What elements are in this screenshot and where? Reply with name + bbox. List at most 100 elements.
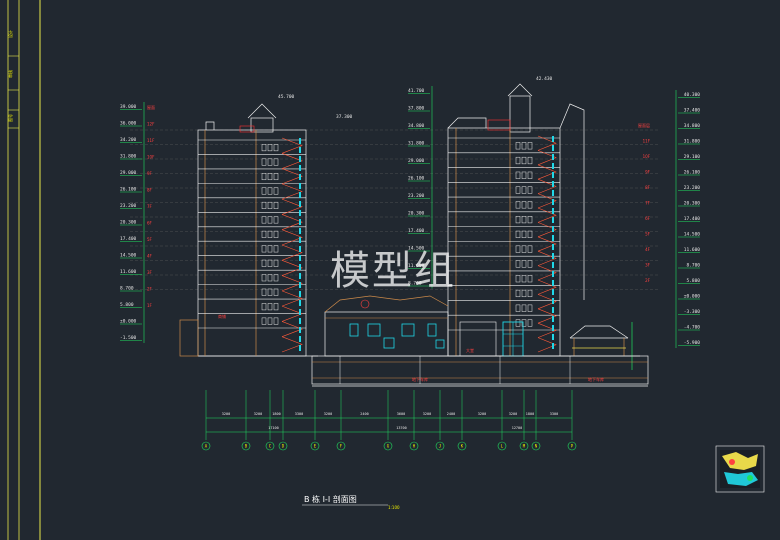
axis-bubble: [265, 441, 275, 451]
stair-flight: [537, 135, 557, 151]
stair-flight: [537, 337, 557, 353]
window: [521, 289, 527, 298]
window: [261, 317, 267, 325]
drawing-title: B 栋 I-I 剖面图: [304, 494, 357, 504]
floor-mark: 7F: [147, 204, 153, 209]
level-value: 8.700: [120, 286, 134, 292]
stair-flight: [281, 183, 303, 200]
window: [515, 304, 521, 312]
floor-mark: 12F: [147, 122, 155, 127]
window: [267, 259, 273, 267]
basement-section: [311, 355, 649, 387]
window: [267, 245, 273, 253]
level-value: 40.300: [684, 92, 701, 98]
left-tower-section: [179, 103, 318, 357]
window: [527, 171, 533, 179]
window: [521, 275, 527, 283]
window: [527, 289, 533, 298]
axis-bubble: [531, 441, 541, 451]
level-value: 34.800: [408, 123, 425, 129]
window: [521, 216, 527, 224]
window: [267, 274, 273, 282]
floor-mark: 4F: [147, 254, 153, 259]
axis-bubble: [497, 441, 507, 451]
window: [273, 230, 279, 238]
window: [521, 245, 527, 253]
roof-annotation-boxes: [239, 119, 511, 133]
window: [261, 274, 267, 282]
window: [261, 216, 267, 224]
axis-bubble: [409, 441, 419, 451]
stair-flight: [537, 207, 557, 223]
floor-mark: 3F: [645, 263, 651, 268]
floor-mark: 9F: [645, 170, 651, 175]
right-level-column: 40.30037.40034.80031.80029.10026.10023.2…: [638, 90, 700, 348]
stair-flight: [537, 250, 557, 266]
level-value: 31.800: [120, 154, 137, 160]
level-value: 23.200: [408, 193, 425, 199]
stair-flight: [537, 294, 557, 310]
window: [515, 275, 521, 283]
axis-label: J: [439, 444, 441, 449]
stair-flight: [537, 178, 557, 194]
dim-value: 3300: [550, 412, 558, 416]
level-value: 26.100: [408, 176, 425, 182]
axis-bubble: [383, 441, 393, 451]
axis-label: F: [340, 444, 343, 449]
window: [261, 158, 267, 166]
floor-mark: 5F: [147, 237, 153, 242]
window: [267, 216, 273, 224]
axis-bubble: [241, 441, 251, 451]
dim-value: 3200: [423, 412, 431, 416]
dim-value: 3600: [397, 412, 405, 416]
window: [527, 216, 533, 224]
window: [273, 317, 279, 325]
window: [515, 245, 521, 253]
axis-label: H: [413, 444, 416, 449]
axis-label: G: [387, 444, 390, 449]
window: [267, 230, 273, 238]
window: [261, 303, 267, 311]
floor-mark: 屋面: [147, 104, 155, 110]
window: [267, 303, 273, 311]
top-level-right-tower: 42.430: [536, 76, 553, 82]
dim-total: 12700: [512, 426, 523, 430]
level-value: 34.200: [120, 137, 137, 143]
window: [515, 171, 521, 179]
window: [267, 173, 273, 181]
floor-mark: 1F: [147, 303, 153, 308]
pavilion: [569, 322, 633, 370]
window: [267, 187, 273, 195]
floor-mark: 9F: [147, 171, 153, 176]
right-tower-windows: [515, 142, 533, 327]
window: [515, 186, 521, 194]
stair-flight: [281, 198, 303, 215]
side-label-sheet-no: 图号: [7, 114, 13, 122]
window: [261, 230, 267, 238]
window: [527, 275, 533, 283]
axis-bubble: [201, 441, 211, 451]
floor-mark: 6F: [645, 216, 651, 221]
drawing-frame: [7, 0, 41, 540]
level-value: 11.600: [408, 263, 425, 269]
stair-flight: [537, 308, 557, 324]
level-value: 26.100: [120, 187, 137, 193]
side-label-design: 设计: [7, 30, 13, 38]
floor-mark: 11F: [147, 138, 155, 143]
level-value: 20.300: [684, 201, 701, 207]
window: [527, 156, 533, 165]
level-value: 29.000: [408, 158, 425, 164]
window: [267, 288, 273, 296]
level-value: 23.200: [120, 203, 137, 209]
level-value: 26.100: [684, 170, 701, 176]
stair-flight: [537, 265, 557, 281]
level-value: 17.400: [120, 236, 137, 242]
axis-label: B: [245, 444, 248, 449]
window: [261, 144, 267, 152]
level-value: 5.800: [120, 302, 134, 308]
floor-mark: 6F: [147, 221, 153, 226]
stair-flight: [281, 336, 303, 353]
window: [527, 260, 533, 268]
stair-flight: [281, 153, 303, 169]
